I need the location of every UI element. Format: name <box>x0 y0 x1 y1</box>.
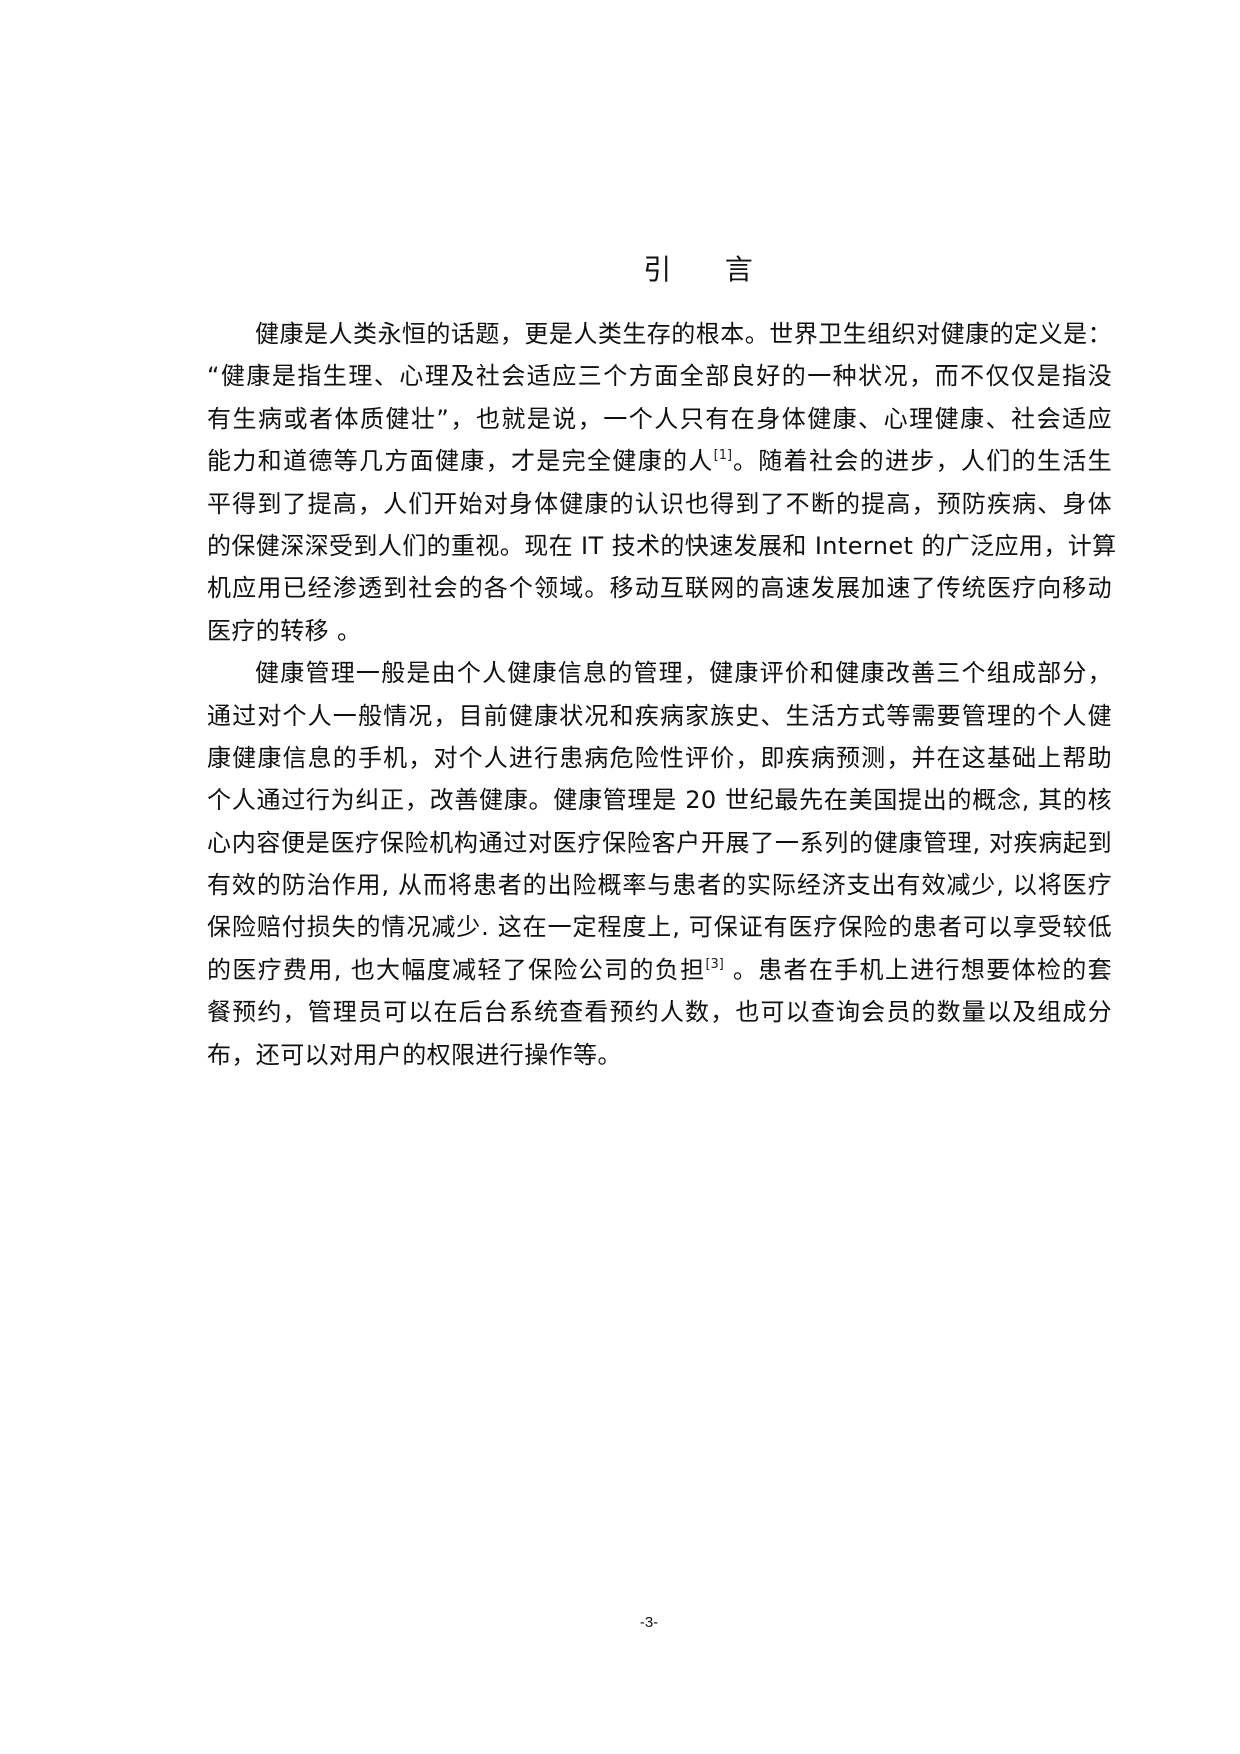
text-line: 有生病或者体质健壮”，也就是说，一个人只有在身体健康、心理健康、社会适应 <box>207 404 1112 433</box>
paragraph-2: 健康管理一般是由个人健康信息的管理，健康评价和健康改善三个组成部分， 通过对个人… <box>207 652 1112 1076</box>
text-line: 医疗的转移 。 <box>207 616 362 645</box>
text-segment: 。随着社会的进步，人们的生活生 <box>732 447 1113 476</box>
text-segment: 的医疗费用, 也大幅度减轻了保险公司的负担 <box>207 955 706 984</box>
text-line-with-citation: 的医疗费用, 也大幅度减轻了保险公司的负担[3] 。患者在手机上进行想要体检的套 <box>207 949 1112 991</box>
text-line: 心内容便是医疗保险机构通过对医疗保险客户开展了一系列的健康管理, 对疾病起到 <box>207 828 1112 857</box>
paragraph-1: 健康是人类永恒的话题，更是人类生存的根本。世界卫生组织对健康的定义是： “健康是… <box>207 313 1117 652</box>
section-title: 引 言 <box>643 253 753 286</box>
text-line: 康健康信息的手机，对个人进行患病危险性评价，即疾病预测，并在这基础上帮助 <box>207 743 1112 772</box>
text-line: 机应用已经渗透到社会的各个领域。移动互联网的高速发展加速了传统医疗向移动 <box>207 574 1112 603</box>
text-line: 通过对个人一般情况，目前健康状况和疾病家族史、生活方式等需要管理的个人健 <box>207 701 1112 730</box>
text-line: 的保健深深受到人们的重视。现在 IT 技术的快速发展和 Internet 的广泛… <box>207 531 1117 560</box>
text-line: 健康是人类永恒的话题，更是人类生存的根本。世界卫生组织对健康的定义是： <box>255 320 1112 348</box>
text-line-with-citation: 能力和道德等几方面健康，才是完全健康的人[1]。随着社会的进步，人们的生活生 <box>207 440 1112 482</box>
text-line: “健康是指生理、心理及社会适应三个方面全部良好的一种状况，而不仅仅是指没 <box>207 362 1112 391</box>
text-line: 餐预约，管理员可以在后台系统查看预约人数，也可以查询会员的数量以及组成分 <box>207 998 1112 1027</box>
body-text: 健康是人类永恒的话题，更是人类生存的根本。世界卫生组织对健康的定义是： “健康是… <box>207 313 1117 1076</box>
text-line: 保险赔付损失的情况减少. 这在一定程度上, 可保证有医疗保险的患者可以享受较低 <box>207 913 1112 942</box>
text-line: 布，还可以对用户的权限进行操作等。 <box>207 1040 622 1069</box>
text-segment: 能力和道德等几方面健康，才是完全健康的人 <box>207 447 714 476</box>
text-line: 健康管理一般是由个人健康信息的管理，健康评价和健康改善三个组成部分， <box>255 659 1112 688</box>
page-number: -3- <box>639 1614 659 1631</box>
text-line: 有效的防治作用, 从而将患者的出险概率与患者的实际经济支出有效减少, 以将医疗 <box>207 871 1112 900</box>
text-line: 平得到了提高，人们开始对身体健康的认识也得到了不断的提高，预防疾病、身体 <box>207 489 1112 518</box>
citation-reference-3: [3] <box>705 956 724 972</box>
text-segment: 。患者在手机上进行想要体检的套 <box>723 955 1112 984</box>
text-line: 个人通过行为纠正，改善健康。健康管理是 20 世纪最先在美国提出的概念, 其的核 <box>207 786 1112 815</box>
citation-reference-1: [1] <box>713 448 733 464</box>
